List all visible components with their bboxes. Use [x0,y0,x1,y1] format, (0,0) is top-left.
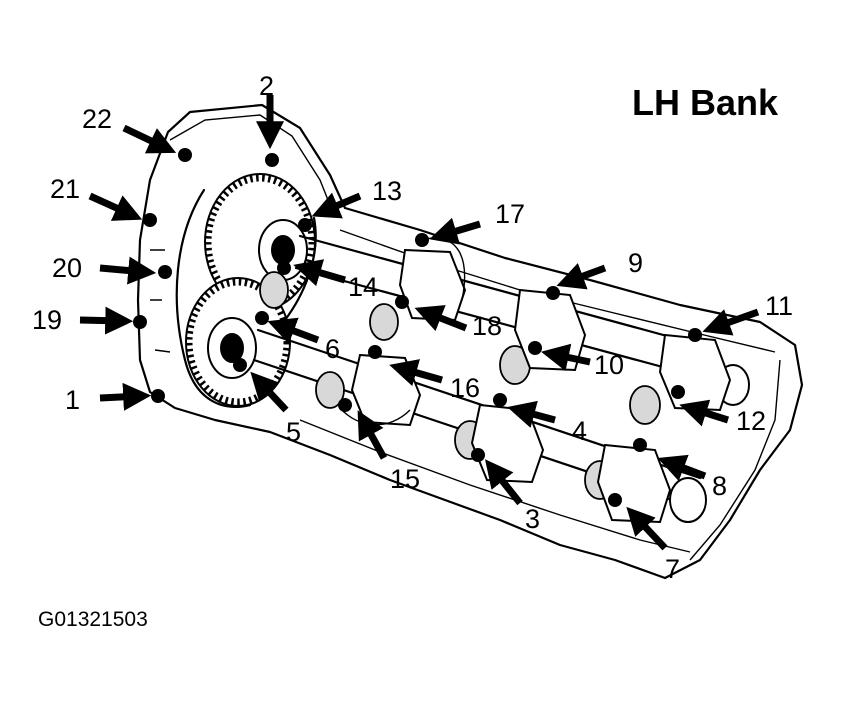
label-18: 18 [472,311,502,341]
label-6: 6 [325,334,340,364]
pointer-arrows [79,95,760,551]
label-1: 1 [65,385,80,415]
bank-title: LH Bank [632,82,779,123]
label-10: 10 [594,350,624,380]
label-14: 14 [348,272,378,302]
label-3: 3 [525,504,540,534]
bolt-heads [133,148,702,507]
label-21: 21 [50,174,80,204]
label-2: 2 [259,71,274,101]
label-7: 7 [665,554,680,584]
label-22: 22 [82,104,112,134]
label-20: 20 [52,253,82,283]
label-17: 17 [495,199,525,229]
figure-code: G01321503 [38,608,148,631]
label-16: 16 [450,373,480,403]
label-15: 15 [390,464,420,494]
timing-gears [175,173,317,408]
label-5: 5 [286,417,301,447]
label-9: 9 [628,248,643,278]
label-4: 4 [572,416,587,446]
label-8: 8 [712,471,727,501]
label-11: 11 [765,291,793,321]
label-19: 19 [32,305,62,335]
label-12: 12 [736,406,766,436]
label-13: 13 [372,176,402,206]
callout-labels: 1 2 3 4 5 6 7 8 9 10 11 12 13 14 15 16 1… [32,71,793,584]
